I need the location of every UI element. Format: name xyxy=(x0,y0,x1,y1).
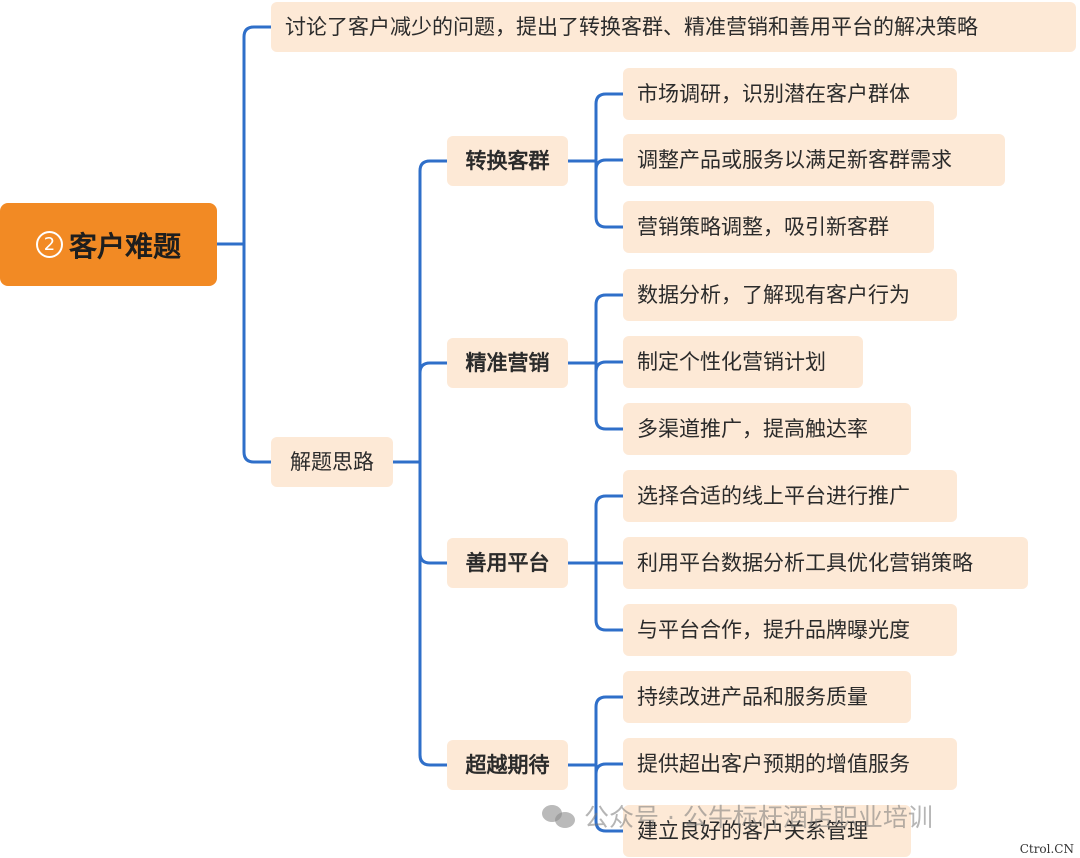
branch-0-link-branch-1 xyxy=(594,158,623,171)
branch-convert-customers: 转换客群 xyxy=(447,136,568,186)
root-node: 2 客户难题 xyxy=(0,203,217,286)
approach-node: 解题思路 xyxy=(271,437,393,487)
branch-2-link-branch-2 xyxy=(594,563,623,632)
credit-text: Ctrol.CN xyxy=(1019,842,1074,856)
branch-0-link-branch-2 xyxy=(594,161,623,229)
watermark-text: 公众号 · 公牛标杆酒店职业培训 xyxy=(584,803,933,832)
branch-2-link-branch-0 xyxy=(594,494,623,563)
approach-link-branch-1 xyxy=(418,361,447,462)
root-link-branch-1 xyxy=(242,244,271,464)
root-label: 客户难题 xyxy=(68,229,181,263)
branch-0-link-branch-0 xyxy=(594,92,623,161)
leaf-node: 提供超出客户预期的增值服务 xyxy=(623,738,957,790)
leaf-node: 营销策略调整，吸引新客群 xyxy=(623,201,934,253)
branch-exceed-expectations: 超越期待 xyxy=(447,740,568,790)
branch-use-platforms: 善用平台 xyxy=(447,538,568,588)
root-link-branch-0 xyxy=(242,25,271,244)
leaf-node: 持续改进产品和服务质量 xyxy=(623,671,911,723)
branch-1-link-branch-1 xyxy=(594,360,623,373)
leaf-node: 利用平台数据分析工具优化营销策略 xyxy=(623,537,1028,589)
wechat-icon xyxy=(542,803,576,829)
approach-link-branch-2 xyxy=(418,462,447,565)
branch-1-link-branch-0 xyxy=(594,293,623,363)
leaf-node: 与平台合作，提升品牌曝光度 xyxy=(623,604,957,656)
leaf-node: 多渠道推广，提高触达率 xyxy=(623,403,911,455)
leaf-node: 选择合适的线上平台进行推广 xyxy=(623,470,957,522)
summary-node: 讨论了客户减少的问题，提出了转换客群、精准营销和善用平台的解决策略 xyxy=(271,2,1076,52)
branch-3-link-branch-2 xyxy=(594,765,623,833)
leaf-node: 建立良好的客户关系管理 xyxy=(623,805,911,857)
branch-3-link-branch-0 xyxy=(594,695,623,765)
branch-1-link-branch-2 xyxy=(594,363,623,431)
branch-3-link-branch-1 xyxy=(594,762,623,775)
leaf-node: 市场调研，识别潜在客户群体 xyxy=(623,68,957,120)
leaf-node: 调整产品或服务以满足新客群需求 xyxy=(623,134,1005,186)
watermark: 公众号 · 公牛标杆酒店职业培训 xyxy=(542,798,933,834)
branch-precision-marketing: 精准营销 xyxy=(447,338,568,388)
leaf-node: 数据分析，了解现有客户行为 xyxy=(623,269,957,321)
leaf-node: 制定个性化营销计划 xyxy=(623,336,863,388)
approach-link-branch-0 xyxy=(418,159,447,462)
approach-link-branch-3 xyxy=(418,462,447,767)
number-badge: 2 xyxy=(35,231,63,258)
